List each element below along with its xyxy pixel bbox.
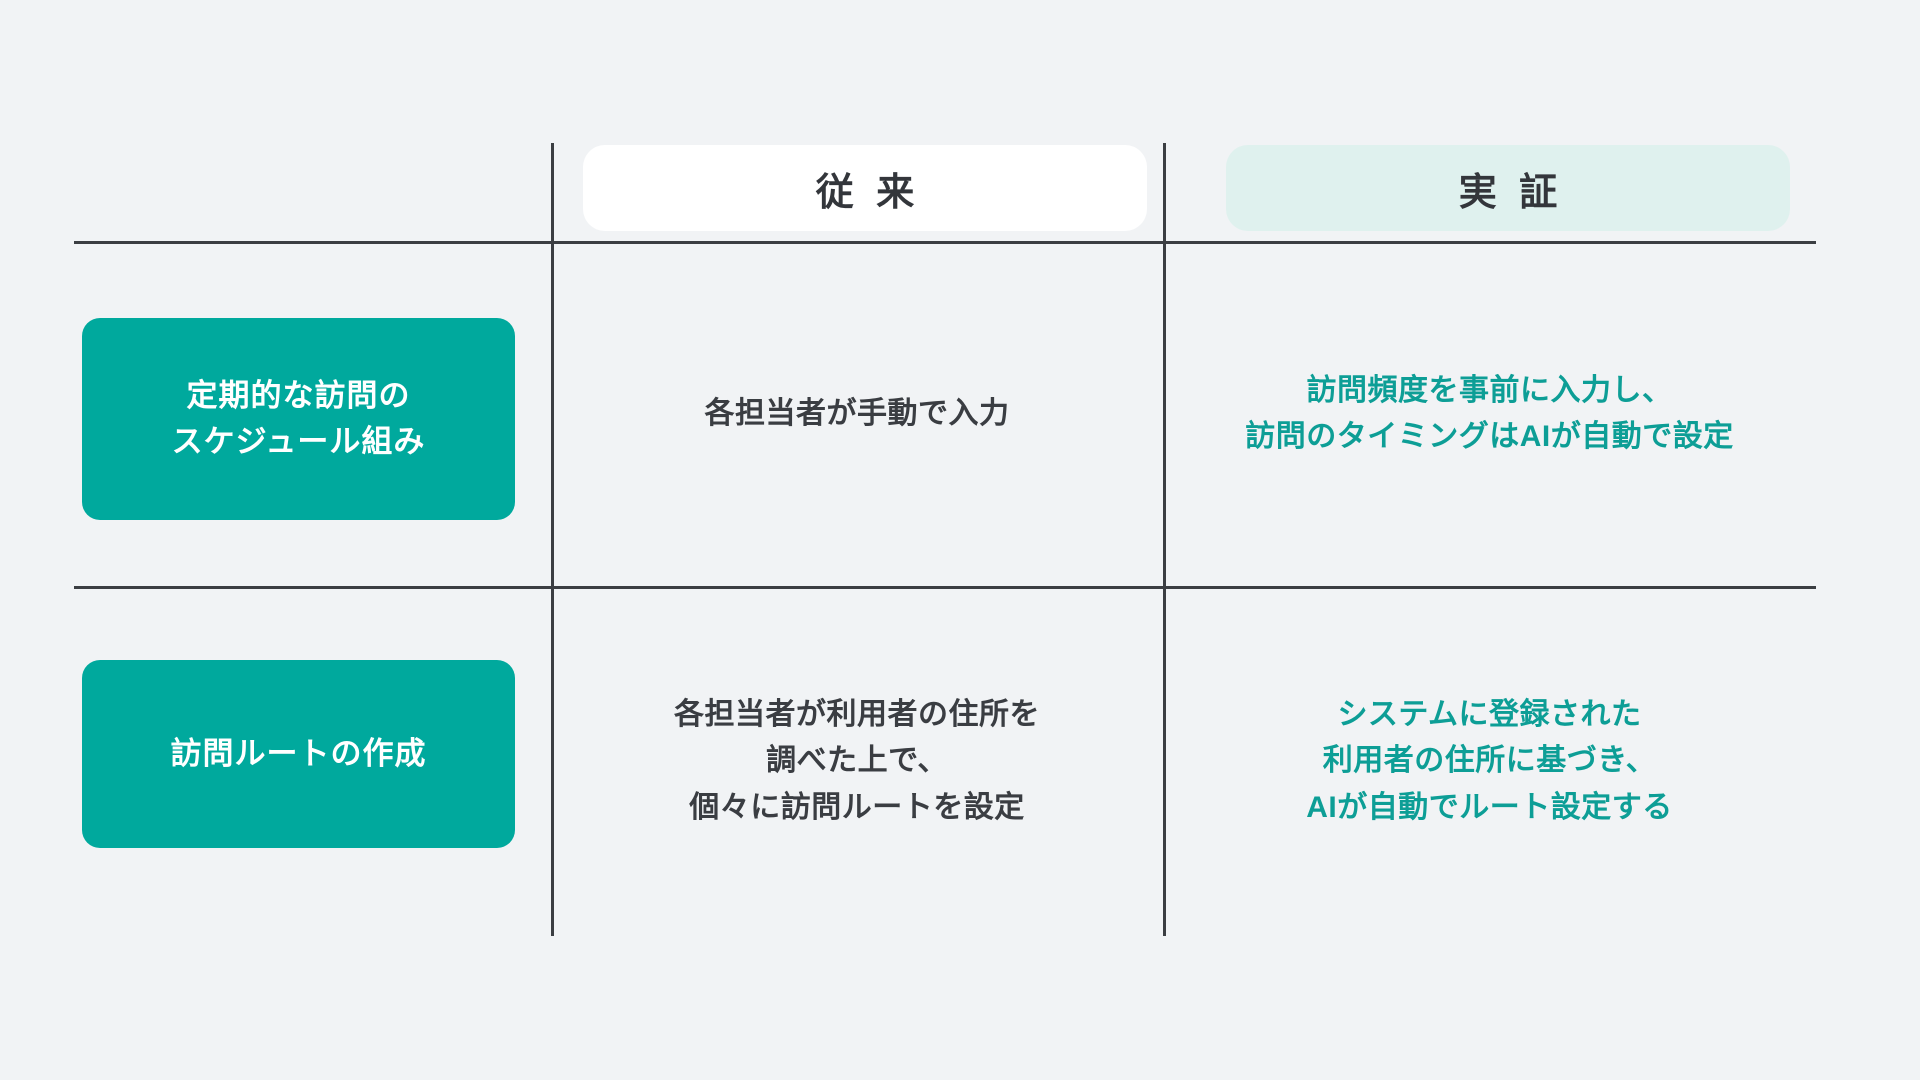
column-divider-left [551,143,554,936]
column-header-demo: 実 証 [1226,145,1790,231]
column-header-conventional: 従 来 [583,145,1147,231]
cell-line: 利用者の住所に基づき、 [1322,744,1657,778]
cell-conventional-schedule: 各担当者が手動で入力 [551,244,1163,584]
cell-line: 各担当者が利用者の住所を [674,697,1040,731]
row-divider-middle [74,586,1816,589]
row-label-route: 訪問ルートの作成 [82,660,515,848]
row-label-line: 定期的な訪問の [186,377,411,413]
cell-line: 調べた上で、 [766,744,948,778]
cell-conventional-route: 各担当者が利用者の住所を 調べた上で、 個々に訪問ルートを設定 [551,589,1163,934]
cell-line: 訪問頻度を事前に入力し、 [1306,373,1673,407]
row-label-schedule: 定期的な訪問の スケジュール組み [82,318,515,520]
row-label-line: スケジュール組み [171,424,426,459]
cell-line: AIが自動でルート設定する [1306,790,1673,824]
cell-line: 各担当者が手動で入力 [704,396,1010,430]
row-divider-top [74,241,1816,244]
cell-demo-schedule: 訪問頻度を事前に入力し、 訪問のタイミングはAIが自動で設定 [1163,244,1816,584]
cell-demo-route: システムに登録された 利用者の住所に基づき、 AIが自動でルート設定する [1163,589,1816,934]
row-label-line: 訪問ルートの作成 [170,735,427,771]
cell-line: 個々に訪問ルートを設定 [689,790,1025,824]
cell-line: システムに登録された [1337,697,1642,731]
cell-line: 訪問のタイミングはAIが自動で設定 [1245,420,1734,453]
column-divider-right [1163,143,1166,936]
